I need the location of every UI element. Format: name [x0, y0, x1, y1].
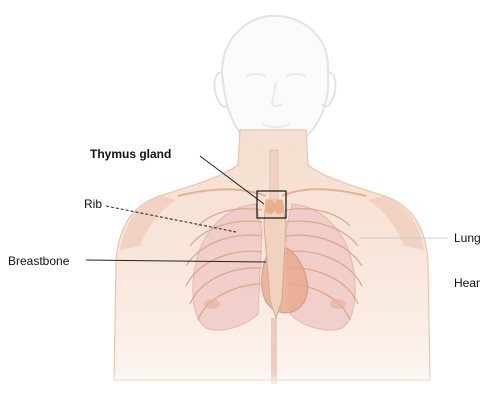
windpipe [270, 150, 278, 200]
label-lung: Lung [454, 231, 481, 245]
label-thymus-gland: Thymus gland [90, 147, 171, 161]
label-breastbone: Breastbone [8, 254, 69, 268]
label-heart: Hear [454, 276, 480, 290]
label-rib: Rib [84, 197, 102, 211]
